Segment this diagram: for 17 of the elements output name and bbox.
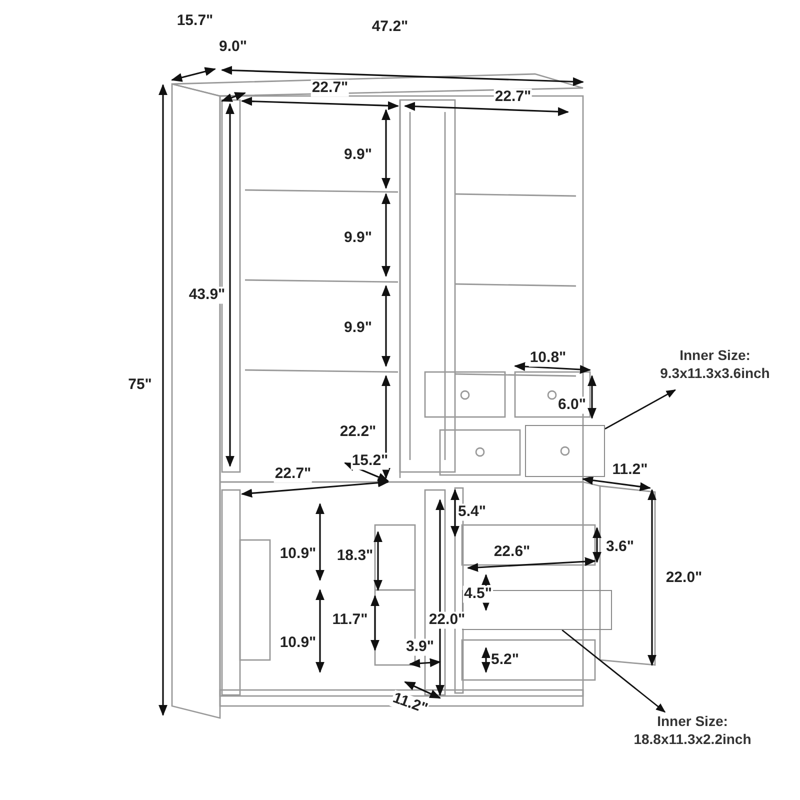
dimension-label: 3.9" [405, 638, 435, 656]
dimension-label: 43.9" [188, 286, 226, 304]
dimension-label: 5.4" [457, 504, 487, 520]
callout-text: 9.3x11.3x3.6inch [659, 364, 771, 382]
leader-arrow [604, 389, 676, 430]
dimension-label: 10.8" [528, 350, 568, 366]
drawer-front [525, 425, 605, 477]
dimension-label: 15.2" [350, 452, 390, 470]
callout-heading: Inner Size: [656, 712, 729, 730]
dimension-label: 22.7" [310, 80, 350, 96]
dimension-label: 22.0" [428, 612, 466, 628]
dimension-label: 22.7" [274, 466, 312, 482]
leader-arrow [562, 629, 666, 713]
callout-text: 18.8x11.3x2.2inch [632, 730, 752, 748]
dimension-label: 6.0" [557, 396, 587, 414]
callout-heading: Inner Size: [678, 346, 752, 364]
dimension-label: 4.5" [463, 586, 493, 602]
